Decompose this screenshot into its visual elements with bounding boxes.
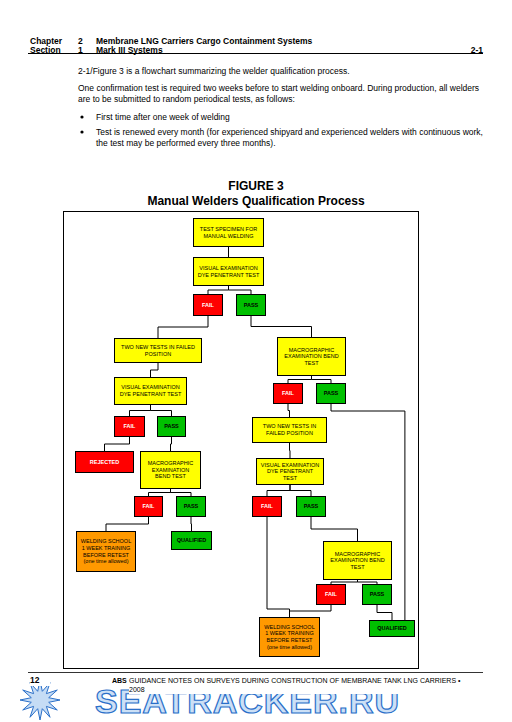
- box-text: WELDING SCHOOL: [81, 538, 131, 545]
- flow-connector: [251, 316, 312, 337]
- box-text: TEST SPECIMEN FOR MANUAL WELDING: [197, 226, 260, 239]
- footer-text: GUIDANCE NOTES ON SURVEYS DURING CONSTRU…: [129, 676, 469, 694]
- bullet-text: First time after one week of welding: [96, 112, 483, 123]
- process-box: MACROGRAPHIC EXAMINATION BEND TEST: [277, 337, 346, 376]
- box-text: FAIL: [202, 302, 214, 309]
- box-text: VISUAL EXAMINATION DYE PENETRANT TEST: [197, 265, 260, 278]
- box-text: MACROGRAPHIC EXAMINATION BEND TEST: [281, 347, 342, 367]
- box-text: QUALIFIED: [377, 625, 407, 632]
- flow-connector: [208, 286, 229, 294]
- flow-connector: [290, 605, 332, 617]
- box-text: PASS: [370, 591, 385, 598]
- flow-connector: [312, 376, 332, 383]
- fail-box: FAIL: [252, 496, 282, 517]
- figure-title: FIGURE 3: [0, 179, 512, 195]
- bullet-text: Test is renewed every month (for experie…: [96, 127, 483, 149]
- flow-connector: [158, 316, 208, 338]
- process-box: VISUAL EXAMINATION DYE PENETRANT TEST: [193, 257, 264, 286]
- bullet-dot: [80, 115, 83, 118]
- flow-connector: [151, 363, 159, 377]
- page-section-number: 2-1: [430, 45, 483, 56]
- fail-box: FAIL: [114, 416, 145, 437]
- box-text: FAIL: [124, 423, 136, 430]
- flow-connector: [151, 405, 172, 416]
- flow-connector: [149, 489, 171, 496]
- process-box: MACROGRAPHIC EXAMINATION BEND TEST: [140, 451, 201, 489]
- box-text: PASS: [244, 302, 259, 309]
- pass-box: PASS: [176, 496, 206, 517]
- box-text: MACROGRAPHIC EXAMINATION BEND TEST: [144, 460, 197, 480]
- flow-connector: [229, 286, 252, 294]
- flow-connector: [228, 247, 229, 257]
- box-text: TWO NEW TESTS IN FAILED POSITION: [118, 344, 198, 357]
- figure-frame: [64, 212, 419, 669]
- body-paragraph: 2-1/Figure 3 is a flowchart summarizing …: [78, 66, 483, 77]
- pass-box: PASS: [296, 496, 326, 517]
- box-text: FAIL: [282, 390, 294, 397]
- box-note: 1 WEEK TRAINING BEFORE RETEST (one time …: [80, 545, 132, 565]
- footer-rule: [28, 672, 483, 673]
- pass-box: QUALIFIED: [369, 620, 415, 637]
- fail-box: FAIL: [193, 294, 223, 316]
- box-text: FAIL: [143, 503, 155, 510]
- pass-box: PASS: [362, 584, 392, 605]
- flow-connector: [288, 376, 312, 383]
- flow-connector: [288, 404, 290, 417]
- box-text: PASS: [304, 503, 319, 510]
- box-text: VISUAL EXAMINATION DYE PENETRANT TEST: [118, 384, 183, 397]
- body-paragraph: One confirmation test is required two we…: [78, 83, 483, 105]
- bullet-dot: [80, 130, 83, 133]
- figure-subtitle: Manual Welders Qualification Process: [0, 194, 512, 210]
- box-text: MACROGRAPHIC EXAMINATION BEND TEST: [327, 551, 388, 571]
- fail-box: REJECTED: [75, 451, 134, 473]
- section-title: Mark III Systems: [96, 45, 396, 56]
- section-label: Section: [30, 45, 74, 56]
- training-box: WELDING SCHOOL1 WEEK TRAINING BEFORE RET…: [259, 617, 320, 657]
- box-text: TWO NEW TESTS IN FAILED POSITION: [256, 423, 323, 436]
- box-text: QUALIFIED: [177, 537, 207, 544]
- pass-box: QUALIFIED: [171, 531, 212, 550]
- flow-connector: [191, 517, 193, 531]
- flow-connector: [289, 443, 291, 458]
- box-note: 1 WEEK TRAINING BEFORE RETEST (one time …: [263, 630, 316, 650]
- flow-connector: [267, 517, 290, 617]
- page-number: 12: [30, 675, 50, 686]
- flow-connector: [171, 437, 172, 451]
- flow-connector: [171, 489, 192, 496]
- flow-connector: [311, 517, 358, 541]
- process-box: TEST SPECIMEN FOR MANUAL WELDING: [193, 218, 264, 247]
- pass-box: PASS: [236, 294, 266, 316]
- fail-box: FAIL: [134, 496, 163, 517]
- process-box: VISUAL EXAMINATION DYE PENETRANT TEST: [114, 377, 187, 405]
- box-text: FAIL: [261, 503, 273, 510]
- pass-box: PASS: [316, 383, 346, 404]
- box-text: PASS: [324, 390, 339, 397]
- box-text: PASS: [164, 423, 179, 430]
- box-text: PASS: [184, 503, 199, 510]
- process-box: VISUAL EXAMINATION DYE PENETRANT TEST: [256, 458, 324, 485]
- flow-connector: [105, 437, 130, 451]
- flow-connector: [377, 605, 392, 620]
- box-text: VISUAL EXAMINATION DYE PENETRANT TEST: [260, 462, 320, 482]
- process-box: TWO NEW TESTS IN FAILED POSITION: [252, 417, 327, 443]
- box-text: FAIL: [325, 591, 337, 598]
- section-number: 1: [78, 45, 92, 56]
- flow-connector: [106, 517, 149, 531]
- flow-connector: [290, 485, 311, 496]
- process-box: MACROGRAPHIC EXAMINATION BEND TEST: [323, 541, 392, 580]
- process-box: TWO NEW TESTS IN FAILED POSITION: [114, 338, 202, 363]
- training-box: WELDING SCHOOL1 WEEK TRAINING BEFORE RET…: [76, 531, 136, 572]
- pass-box: PASS: [157, 416, 186, 437]
- fail-box: FAIL: [316, 584, 346, 605]
- flow-connector: [130, 405, 151, 416]
- fail-box: FAIL: [273, 383, 303, 404]
- box-text: REJECTED: [90, 459, 119, 466]
- box-text: WELDING SCHOOL: [264, 624, 314, 631]
- flow-connector: [267, 485, 290, 496]
